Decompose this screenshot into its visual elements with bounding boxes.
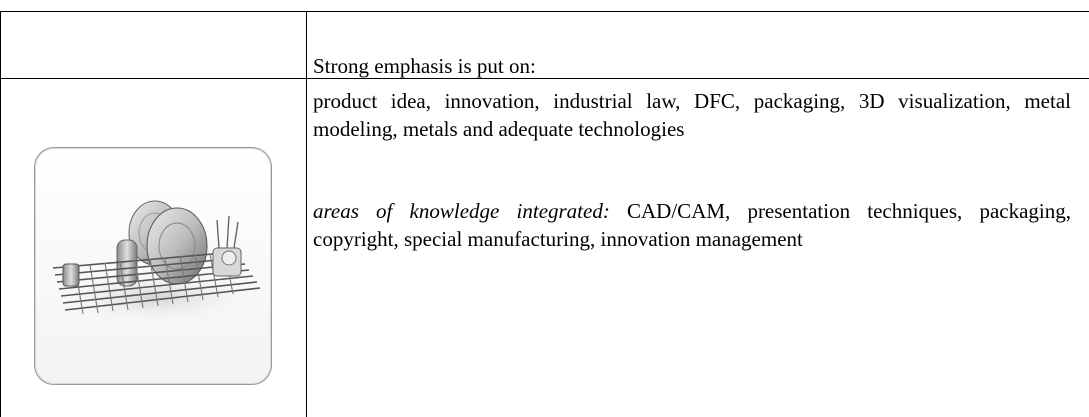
knowledge-label: areas of knowledge integrated: bbox=[313, 199, 610, 223]
table-border-column-divider bbox=[306, 11, 307, 417]
header-cell-text: Strong emphasis is put on: bbox=[313, 54, 536, 78]
table-border-left bbox=[0, 11, 1, 417]
dish-rack-icon bbox=[34, 147, 272, 385]
knowledge-text: CAD/CAM, presentation techniques, packag… bbox=[313, 199, 1072, 251]
emphasis-paragraph: product idea, innovation, industrial law… bbox=[313, 89, 1071, 141]
dish-rack-illustration bbox=[45, 200, 265, 326]
body-cell: product idea, innovation, industrial law… bbox=[313, 87, 1071, 253]
table-border-top bbox=[0, 11, 1089, 12]
knowledge-paragraph: areas of knowledge integrated: CAD/CAM, … bbox=[313, 197, 1071, 253]
table-border-middle bbox=[0, 78, 1089, 79]
